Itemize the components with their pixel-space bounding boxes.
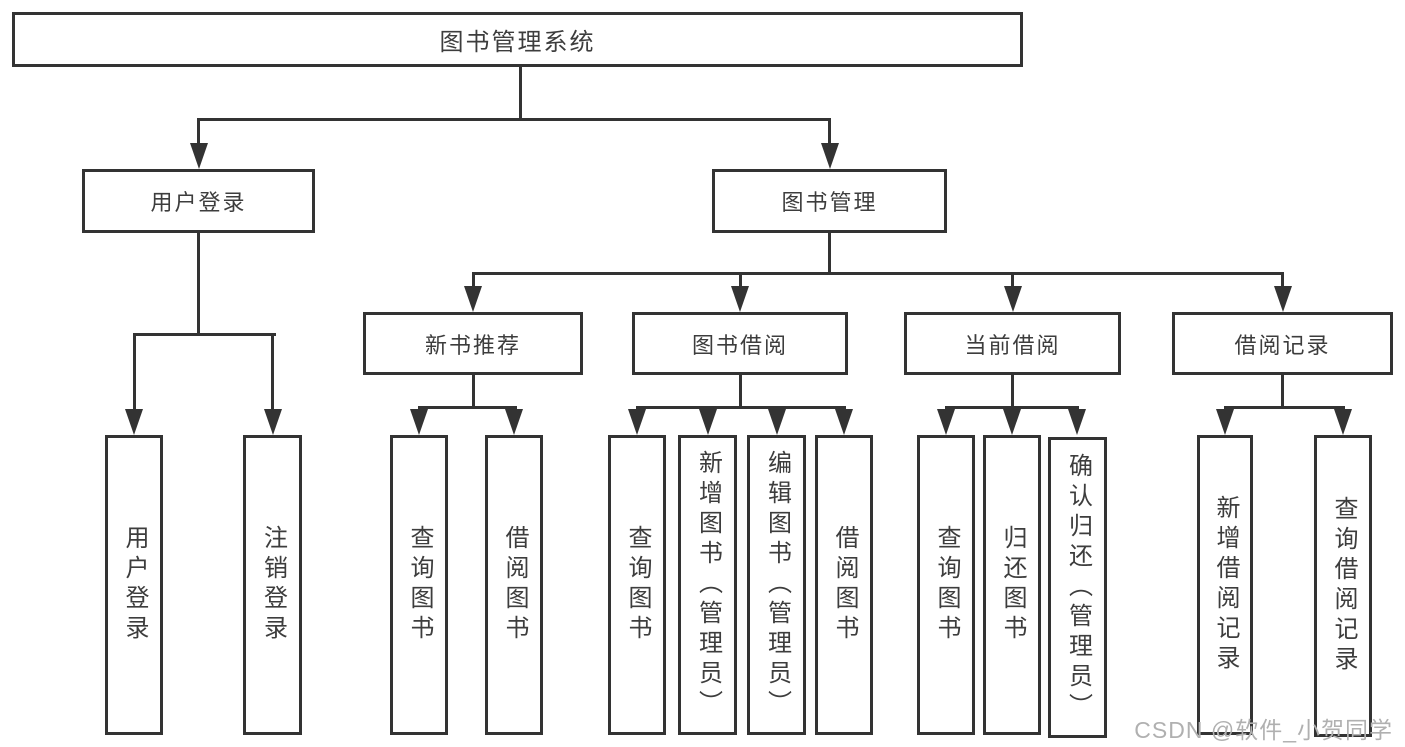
connector-book-borrowing-rail (635, 406, 846, 409)
connector-root-stem (518, 67, 522, 119)
arrowhead-icon (1216, 409, 1234, 435)
leaf-edit-books-admin: 编辑图书（管理员） (747, 435, 806, 735)
leaf-borrow-books-recommend: 借阅图书 (485, 435, 543, 735)
connector-drop-leaf-logout (271, 333, 274, 409)
arrowhead-icon (263, 409, 282, 435)
node-book-management-label: 图书管理 (781, 190, 878, 215)
arrowhead-icon (1273, 286, 1292, 312)
connector-drop-borrowing-records (1281, 272, 1284, 288)
node-user-login-label: 用户登录 (150, 190, 247, 215)
leaf-query-borrow-record: 查询借阅记录 (1314, 435, 1372, 737)
arrowhead-icon (505, 409, 523, 435)
connector-new-book-stem (471, 375, 475, 408)
arrowhead-icon (1003, 409, 1021, 435)
leaf-add-books-admin: 新增图书（管理员） (678, 435, 737, 735)
leaf-query-books-borrowing: 查询图书 (608, 435, 666, 735)
leaf-query-books-borrowing-label: 查询图书 (624, 525, 651, 645)
connector-drop-book-borrowing (738, 272, 742, 288)
connector-user-login-rail (132, 333, 276, 336)
arrowhead-icon (835, 409, 853, 435)
connector-user-login-stem (197, 233, 200, 336)
leaf-return-books: 归还图书 (983, 435, 1041, 735)
connector-current-borrowing-stem (1011, 375, 1014, 408)
arrowhead-icon (189, 143, 208, 169)
connector-book-borrowing-stem (738, 375, 742, 408)
connector-level3-rail (471, 272, 1284, 275)
node-library-system-label: 图书管理系统 (439, 29, 596, 56)
arrowhead-icon (410, 409, 428, 435)
connector-current-borrowing-rail (944, 406, 1079, 409)
leaf-user-login: 用户登录 (105, 435, 163, 735)
leaf-query-books-recommend: 查询图书 (390, 435, 448, 735)
connector-new-book-rail (417, 406, 517, 409)
leaf-logout: 注销登录 (243, 435, 302, 735)
leaf-query-books-current-label: 查询图书 (933, 525, 960, 645)
node-borrowing-records: 借阅记录 (1172, 312, 1393, 375)
arrowhead-icon (1334, 409, 1352, 435)
arrowhead-icon (767, 409, 786, 435)
arrowhead-icon (464, 286, 482, 312)
arrowhead-icon (1068, 409, 1086, 435)
leaf-add-borrow-record: 新增借阅记录 (1197, 435, 1253, 735)
leaf-query-books-recommend-label: 查询图书 (406, 525, 433, 645)
connector-level2-rail (197, 118, 831, 121)
connector-borrowing-records-rail (1223, 406, 1345, 409)
leaf-borrow-books-borrowing: 借阅图书 (815, 435, 873, 735)
arrowhead-icon (1003, 286, 1022, 312)
connector-drop-user-login (197, 118, 200, 145)
leaf-edit-books-admin-label: 编辑图书（管理员） (763, 450, 791, 720)
leaf-add-books-admin-label: 新增图书（管理员） (694, 450, 722, 720)
connector-borrowing-records-stem (1281, 375, 1284, 408)
arrowhead-icon (628, 409, 646, 435)
csdn-watermark: CSDN @软件_小贺同学 (1134, 717, 1393, 743)
leaf-query-books-current: 查询图书 (917, 435, 975, 735)
arrowhead-icon (820, 143, 839, 169)
arrowhead-icon (937, 409, 955, 435)
leaf-borrow-books-recommend-label: 借阅图书 (501, 525, 528, 645)
leaf-logout-label: 注销登录 (259, 525, 287, 645)
node-current-borrowing: 当前借阅 (904, 312, 1121, 375)
connector-drop-leaf-user-login (132, 333, 136, 409)
connector-drop-book-management (828, 118, 831, 145)
leaf-confirm-return-admin: 确认归还（管理员） (1048, 437, 1107, 738)
node-book-management: 图书管理 (712, 169, 947, 233)
node-new-book-recommendation: 新书推荐 (363, 312, 583, 375)
leaf-return-books-label: 归还图书 (999, 525, 1026, 645)
node-book-borrowing: 图书借阅 (632, 312, 848, 375)
node-new-book-recommendation-label: 新书推荐 (424, 332, 521, 358)
node-library-system: 图书管理系统 (12, 12, 1023, 67)
connector-book-management-stem (828, 233, 831, 275)
arrowhead-icon (731, 286, 749, 312)
arrowhead-icon (125, 409, 143, 435)
arrowhead-icon (698, 409, 717, 435)
node-user-login: 用户登录 (82, 169, 315, 233)
connector-drop-new-book (471, 272, 475, 288)
leaf-add-borrow-record-label: 新增借阅记录 (1212, 495, 1239, 675)
leaf-query-borrow-record-label: 查询借阅记录 (1330, 496, 1357, 676)
node-borrowing-records-label: 借阅记录 (1234, 332, 1331, 358)
leaf-user-login-label: 用户登录 (121, 525, 148, 645)
node-current-borrowing-label: 当前借阅 (964, 332, 1061, 358)
leaf-borrow-books-borrowing-label: 借阅图书 (831, 525, 858, 645)
leaf-confirm-return-admin-label: 确认归还（管理员） (1064, 452, 1092, 723)
connector-drop-current-borrowing (1011, 272, 1014, 288)
node-book-borrowing-label: 图书借阅 (691, 332, 788, 358)
